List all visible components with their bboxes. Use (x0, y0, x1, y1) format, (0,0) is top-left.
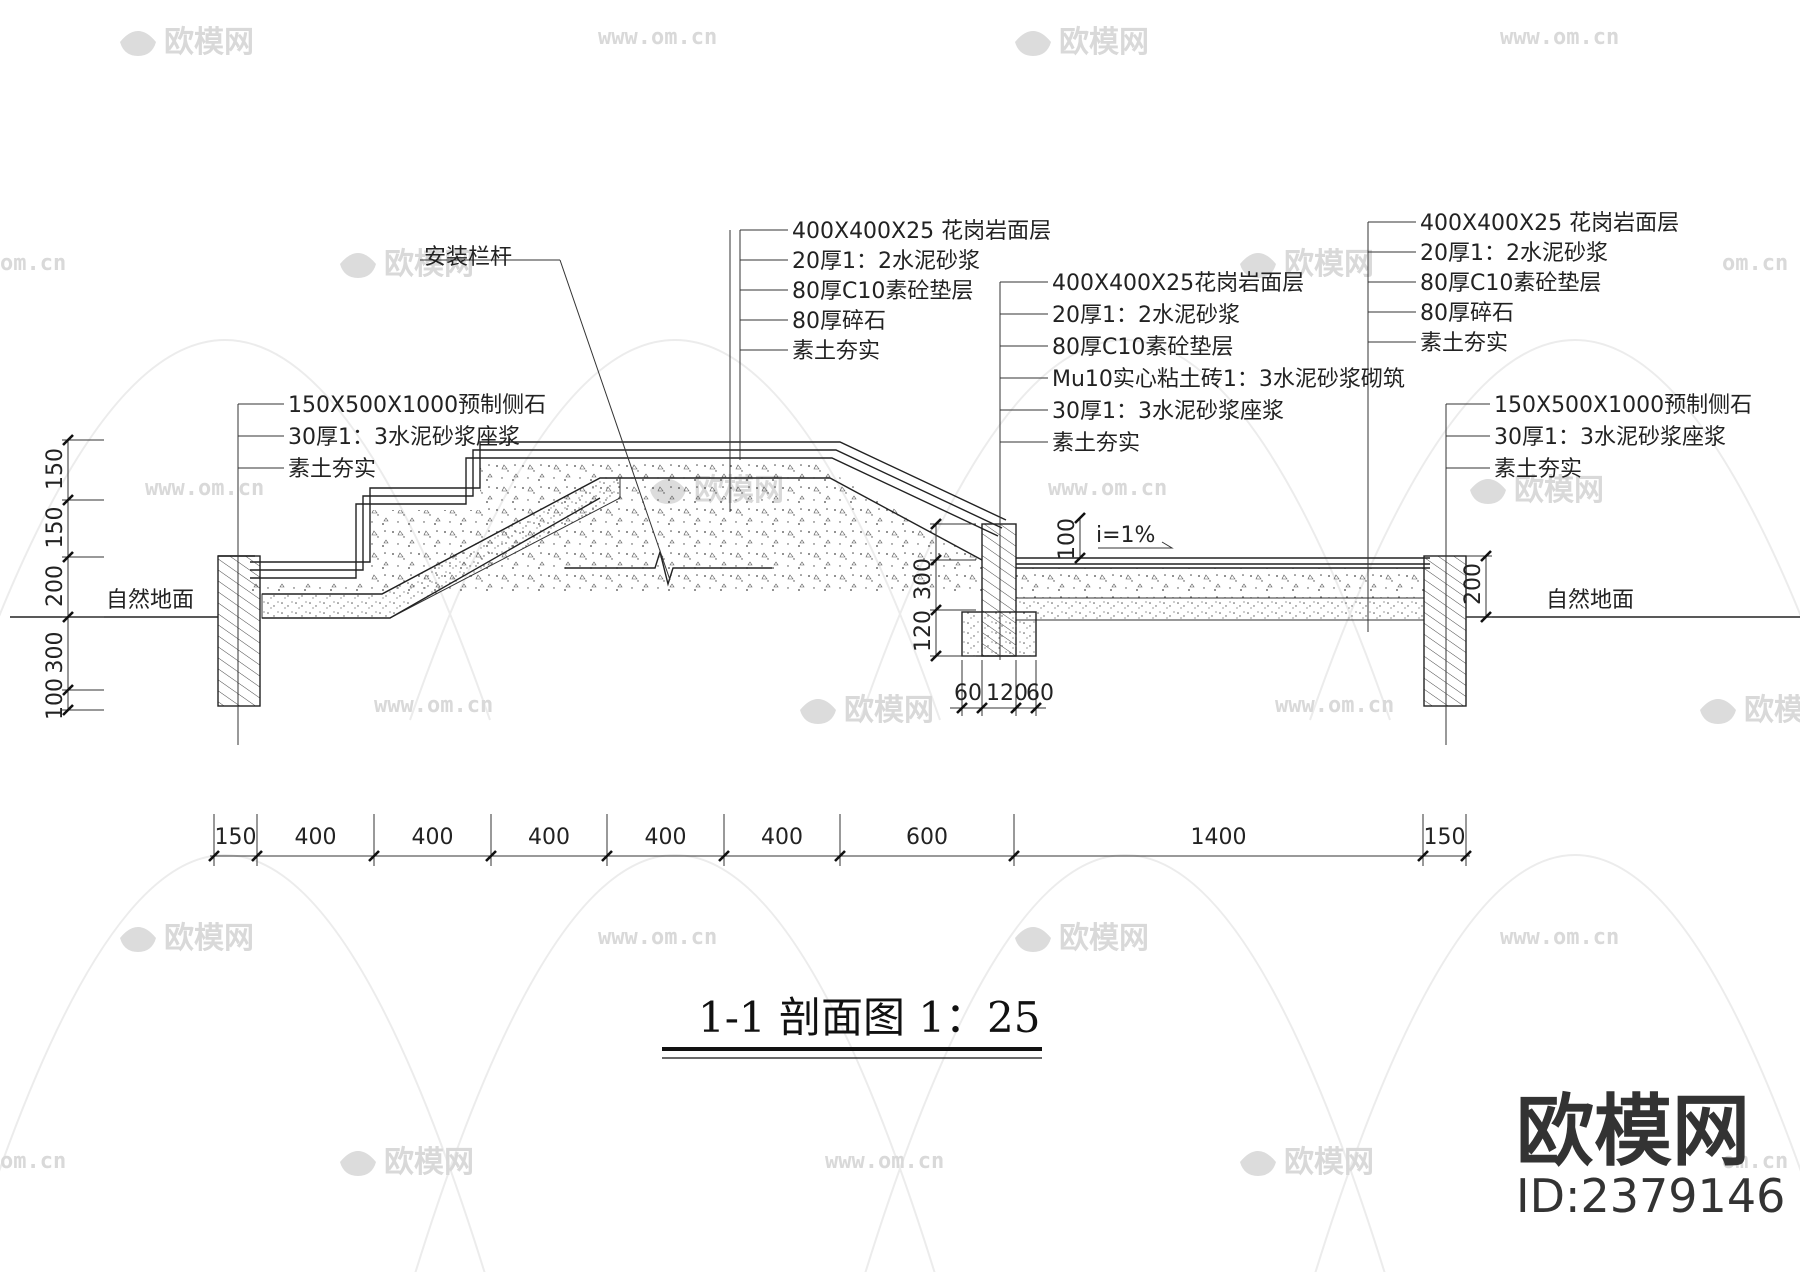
callout-right_top-4: 素土夯实 (1420, 331, 1508, 356)
callout-right_top-1: 20厚1：2水泥砂浆 (1420, 241, 1608, 266)
callout-right_top-0: 400X400X25 花岗岩面层 (1420, 211, 1679, 236)
callout-left_top-0: 400X400X25 花岗岩面层 (792, 219, 1051, 244)
dim-bottom-6: 600 (906, 825, 948, 850)
dim-small-2: 60 (1026, 681, 1054, 706)
callout-left_top-3: 80厚碎石 (792, 309, 886, 334)
callout-left_top-1: 20厚1：2水泥砂浆 (792, 249, 980, 274)
watermark-logo-0: 欧模网 (164, 25, 254, 60)
wall-footing (961, 611, 1037, 657)
callout-middle-5: 素土夯实 (1052, 431, 1140, 456)
dim-bottom-8: 150 (1424, 825, 1466, 850)
watermark-logo-8: 欧模网 (164, 921, 254, 956)
ground-label-right: 自然地面 (1546, 588, 1634, 613)
callout-right_curb-1: 30厚1：3水泥砂浆座浆 (1494, 425, 1726, 450)
dim-bottom-0: 150 (215, 825, 257, 850)
watermark-url-7: www.om.cn (1500, 925, 1619, 950)
dim-bottom-1: 400 (295, 825, 337, 850)
dim-wall-1: 300 (911, 558, 936, 600)
callout-middle-4: 30厚1：3水泥砂浆座浆 (1052, 399, 1284, 424)
watermark-url-2: www.om.cn (145, 476, 264, 501)
callout-middle-0: 400X400X25花岗岩面层 (1052, 271, 1304, 296)
dim-right-0: 200 (1461, 563, 1486, 605)
dim-left-3: 300 (43, 632, 68, 674)
callout-left_curb-0: 150X500X1000预制侧石 (288, 393, 546, 418)
watermark-logo-3: 欧模网 (1284, 247, 1374, 282)
callout-right_curb-2: 素土夯实 (1494, 457, 1582, 482)
watermark-logo-9: 欧模网 (1059, 921, 1149, 956)
left-step-concrete (250, 460, 982, 595)
vertical-dimensions-left: 150 150 200 300 100 (43, 434, 104, 720)
watermark-url-partial-3: om.cn (1722, 1149, 1788, 1174)
dim-bottom-3: 400 (528, 825, 570, 850)
break-line (565, 549, 772, 587)
dim-bottom-4: 400 (645, 825, 687, 850)
vertical-dimensions-right: 200 (1461, 550, 1492, 623)
watermark-url-3: www.om.cn (1048, 476, 1167, 501)
dim-left-1: 150 (43, 507, 68, 549)
dim-left-4: 100 (43, 678, 68, 720)
brand-id: ID:2379146 (1516, 1169, 1785, 1223)
watermark-logo-2: 欧模网 (384, 247, 474, 282)
callout-middle-3: Mu10实心粘土砖1：3水泥砂浆砌筑 (1052, 367, 1405, 392)
watermark-logo-1: 欧模网 (1059, 25, 1149, 60)
callout-middle-2: 80厚C10素砼垫层 (1052, 335, 1233, 360)
watermark-url-partial-2: om.cn (0, 1149, 66, 1174)
dim-left-2: 200 (43, 565, 68, 607)
callout-left_curb-1: 30厚1：3水泥砂浆座浆 (288, 425, 520, 450)
callout-right_curb-0: 150X500X1000预制侧石 (1494, 393, 1752, 418)
install-rail-label: 安装栏杆 (424, 245, 512, 270)
watermark-url-1: www.om.cn (1500, 25, 1619, 50)
dim-wall-2: 120 (911, 610, 936, 652)
callout-left_curb-2: 素土夯实 (288, 457, 376, 482)
watermark-logo-5: 欧模网 (1514, 473, 1604, 508)
callout-right_top-3: 80厚碎石 (1420, 301, 1514, 326)
callout-left_top-2: 80厚C10素砼垫层 (792, 279, 973, 304)
watermark-url-partial-0: om.cn (0, 251, 66, 276)
dim-left-0: 150 (43, 448, 68, 490)
watermark-url-4: www.om.cn (374, 693, 493, 718)
horizontal-dimensions: 150 400 400 400 400 400 600 1400 150 (208, 814, 1472, 866)
vertical-dimensions-wall: 100 300 120 (911, 512, 1086, 662)
section-outline (10, 230, 1800, 707)
watermark-url-6: www.om.cn (598, 925, 717, 950)
watermark-url-5: www.om.cn (1275, 693, 1394, 718)
dim-bottom-5: 400 (761, 825, 803, 850)
dim-wall-0: 100 (1055, 518, 1080, 560)
drawing-title: 1-1 剖面图 1：25 (698, 993, 1041, 1042)
right-pavement-gravel (1015, 597, 1425, 621)
watermark-url-8: www.om.cn (825, 1149, 944, 1174)
watermark-logo-7: 欧模网 (1744, 693, 1800, 728)
right-pavement-concrete (1015, 567, 1425, 599)
dim-bottom-2: 400 (412, 825, 454, 850)
callout-left_top-4: 素土夯实 (792, 339, 880, 364)
watermark-logo-10: 欧模网 (384, 1145, 474, 1180)
callout-right_top-2: 80厚C10素砼垫层 (1420, 271, 1601, 296)
ground-label-left: 自然地面 (106, 588, 194, 613)
watermark-layer: 欧模网欧模网欧模网欧模网欧模网欧模网欧模网欧模网欧模网欧模网欧模网欧模网 www… (0, 25, 1800, 1272)
brand-logo: 欧模网 (1516, 1087, 1750, 1177)
callout-middle-1: 20厚1：2水泥砂浆 (1052, 303, 1240, 328)
watermark-url-partial-1: om.cn (1722, 251, 1788, 276)
watermark-logo-11: 欧模网 (1284, 1145, 1374, 1180)
left-curb (217, 555, 261, 707)
right-curb (1423, 555, 1467, 707)
watermark-url-0: www.om.cn (598, 25, 717, 50)
watermark-logo-6: 欧模网 (844, 693, 934, 728)
dim-bottom-7: 1400 (1191, 825, 1247, 850)
slope-label: i=1% (1096, 523, 1155, 548)
leader-lines (237, 222, 1447, 745)
dim-small-0: 60 (954, 681, 982, 706)
dim-small-1: 120 (986, 681, 1028, 706)
